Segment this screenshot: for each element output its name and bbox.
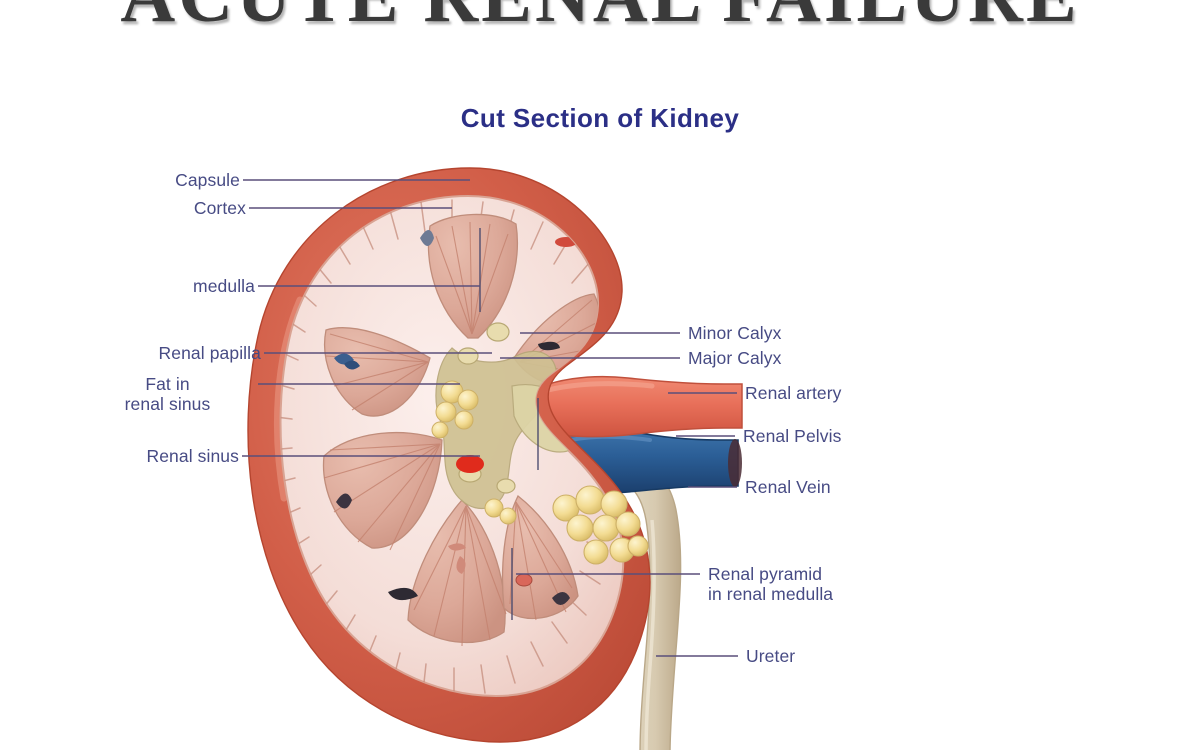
label-medulla-text: medulla: [193, 276, 255, 296]
label-renal-pyramid-line1: Renal pyramid: [708, 564, 823, 584]
renal-pyramids: [322, 213, 602, 647]
label-renal-papilla: Renal papilla: [20, 343, 261, 363]
renal-pyramid: [427, 213, 519, 339]
label-fat-in-renal-sinus-line2: renal sinus: [124, 394, 211, 415]
label-renal-pelvis-text: Renal Pelvis: [743, 426, 842, 446]
label-renal-papilla-text: Renal papilla: [158, 343, 261, 363]
diagram-title: Cut Section of Kidney: [460, 103, 740, 133]
label-renal-artery: Renal artery: [745, 383, 842, 403]
perirenal-fat-cluster: [552, 485, 649, 565]
label-minor-calyx: Minor Calyx: [688, 323, 781, 343]
label-capsule: Capsule: [60, 170, 240, 190]
renal-pyramid: [322, 431, 443, 551]
label-leader-lines: [242, 179, 738, 657]
renal-pyramid: [407, 499, 507, 647]
label-capsule-text: Capsule: [175, 170, 240, 190]
label-renal-vein-text: Renal Vein: [745, 477, 831, 497]
label-fat-in-renal-sinus: Fat in renal sinus: [85, 374, 250, 414]
label-major-calyx-text: Major Calyx: [688, 348, 782, 368]
label-fat-in-renal-sinus-line1: Fat in: [145, 374, 190, 394]
slide-title: ACUTE RENAL FAILURE: [0, 0, 1200, 34]
renal-pyramid: [324, 327, 431, 417]
label-major-calyx: Major Calyx: [688, 348, 781, 368]
internal-marker-lines: [479, 228, 539, 620]
label-ureter: Ureter: [746, 646, 795, 666]
label-medulla: medulla: [40, 276, 255, 296]
ureter-structure: [595, 451, 682, 750]
label-cortex: Cortex: [60, 198, 246, 218]
label-renal-pyramid: Renal pyramid in renal medulla: [708, 564, 833, 604]
renal-sinus-fat: [431, 380, 517, 525]
cortex-vessel-specks: [334, 230, 577, 605]
label-renal-pyramid-line2: in renal medulla: [708, 584, 834, 605]
label-cortex-text: Cortex: [193, 198, 246, 218]
label-renal-pelvis: Renal Pelvis: [743, 426, 841, 446]
label-minor-calyx-text: Minor Calyx: [688, 323, 782, 343]
label-renal-vein: Renal Vein: [745, 477, 831, 497]
label-renal-sinus-text: Renal sinus: [146, 446, 239, 466]
label-ureter-text: Ureter: [746, 646, 796, 666]
label-renal-sinus: Renal sinus: [20, 446, 239, 466]
label-renal-artery-text: Renal artery: [745, 383, 842, 403]
